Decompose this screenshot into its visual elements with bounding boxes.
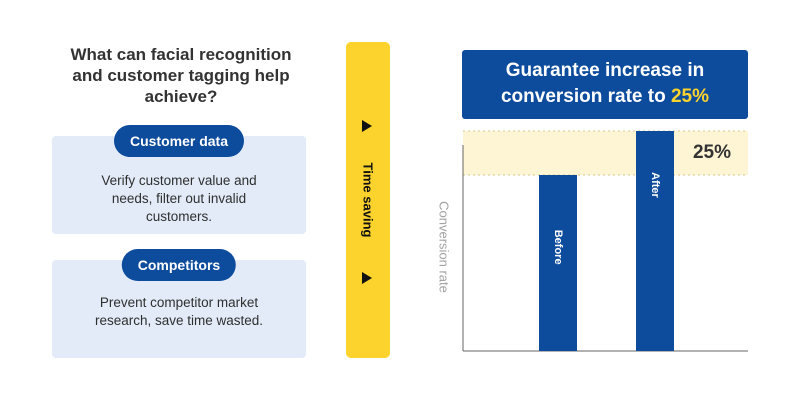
headline-box: Guarantee increase in conversion rate to… <box>462 50 748 119</box>
bar-before <box>539 175 577 351</box>
bar-after <box>636 131 674 351</box>
competitors-pill: Competitors <box>121 249 237 281</box>
question-line-1: What can facial recognition <box>70 45 292 64</box>
competitors-line-2: research, save time wasted. <box>94 313 264 328</box>
headline-line-1: Guarantee increase in <box>505 60 705 81</box>
bar-label-after: After <box>649 172 661 198</box>
play-arrow-icon <box>362 272 372 284</box>
competitors-line-1: Prevent competitor market <box>99 295 259 310</box>
headline-highlight-number: 25% <box>670 86 710 107</box>
time-saving-bar: Time saving <box>346 42 390 358</box>
customer-data-description: Verify customer value and needs, filter … <box>70 172 288 226</box>
customer-data-line-3: customers. <box>145 209 213 224</box>
headline-line-2: conversion rate to 25% <box>462 84 748 110</box>
increase-annotation: 25% <box>693 142 731 163</box>
competitors-description: Prevent competitor market research, save… <box>70 294 288 330</box>
competitors-card: Competitors Prevent competitor market re… <box>52 249 306 358</box>
question-line-3: achieve? <box>144 87 218 106</box>
customer-data-pill: Customer data <box>113 125 245 157</box>
question-heading: What can facial recognition and customer… <box>50 44 312 107</box>
customer-data-line-1: Verify customer value and <box>101 173 257 188</box>
customer-data-line-2: needs, filter out invalid <box>111 191 247 206</box>
play-arrow-icon <box>362 120 372 132</box>
customer-data-card: Customer data Verify customer value and … <box>52 125 306 234</box>
question-line-2: and customer tagging help <box>72 66 290 85</box>
bar-label-before: Before <box>552 230 564 265</box>
increase-band <box>463 131 748 175</box>
headline-line-2-text: conversion rate to <box>500 86 671 107</box>
